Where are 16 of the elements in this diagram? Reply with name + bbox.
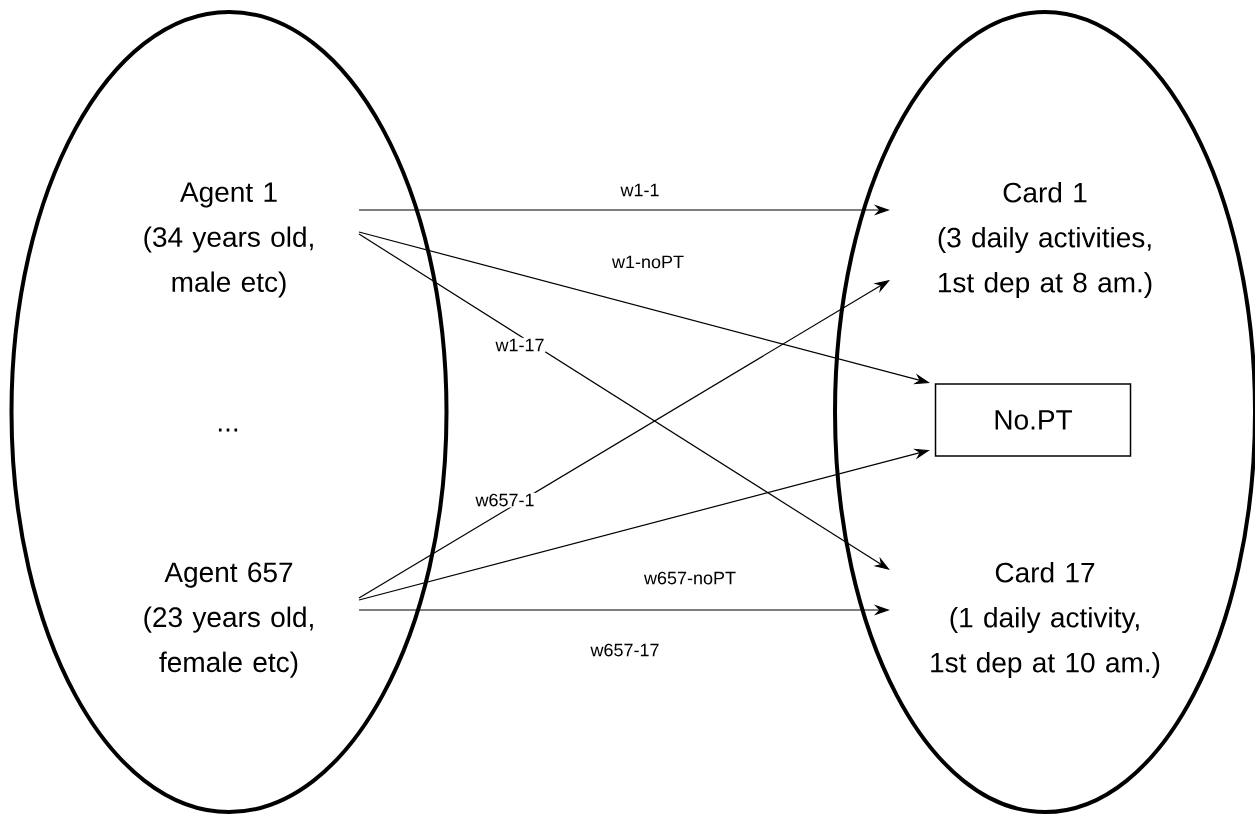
edge-label: w657-1 [474, 492, 536, 508]
ellipse-outline [9, 10, 449, 814]
node-text: Agent 657 (23 years old, female etc) [144, 562, 313, 678]
edge-label: w1-17 [494, 337, 546, 353]
text-box: No.PT [934, 383, 1132, 457]
node-text: Agent 1 (34 years old, male etc) [144, 182, 313, 298]
node-text: Card 17 (1 daily activity, 1st dep at 10 am.) [931, 561, 1160, 679]
edge-label: w657-17 [589, 642, 661, 658]
node-text: Card 1 (3 daily activities, 1st dep at 8 am.) [938, 181, 1152, 299]
edge-label: w1-noPT [611, 254, 685, 270]
edge-label: w657-noPT [643, 570, 738, 586]
ellipse-outline [833, 10, 1255, 814]
edge-label: w1-1 [619, 182, 661, 198]
arrow [358, 280, 890, 599]
ellipsis-text: ... [218, 428, 238, 432]
arrow [358, 233, 890, 570]
